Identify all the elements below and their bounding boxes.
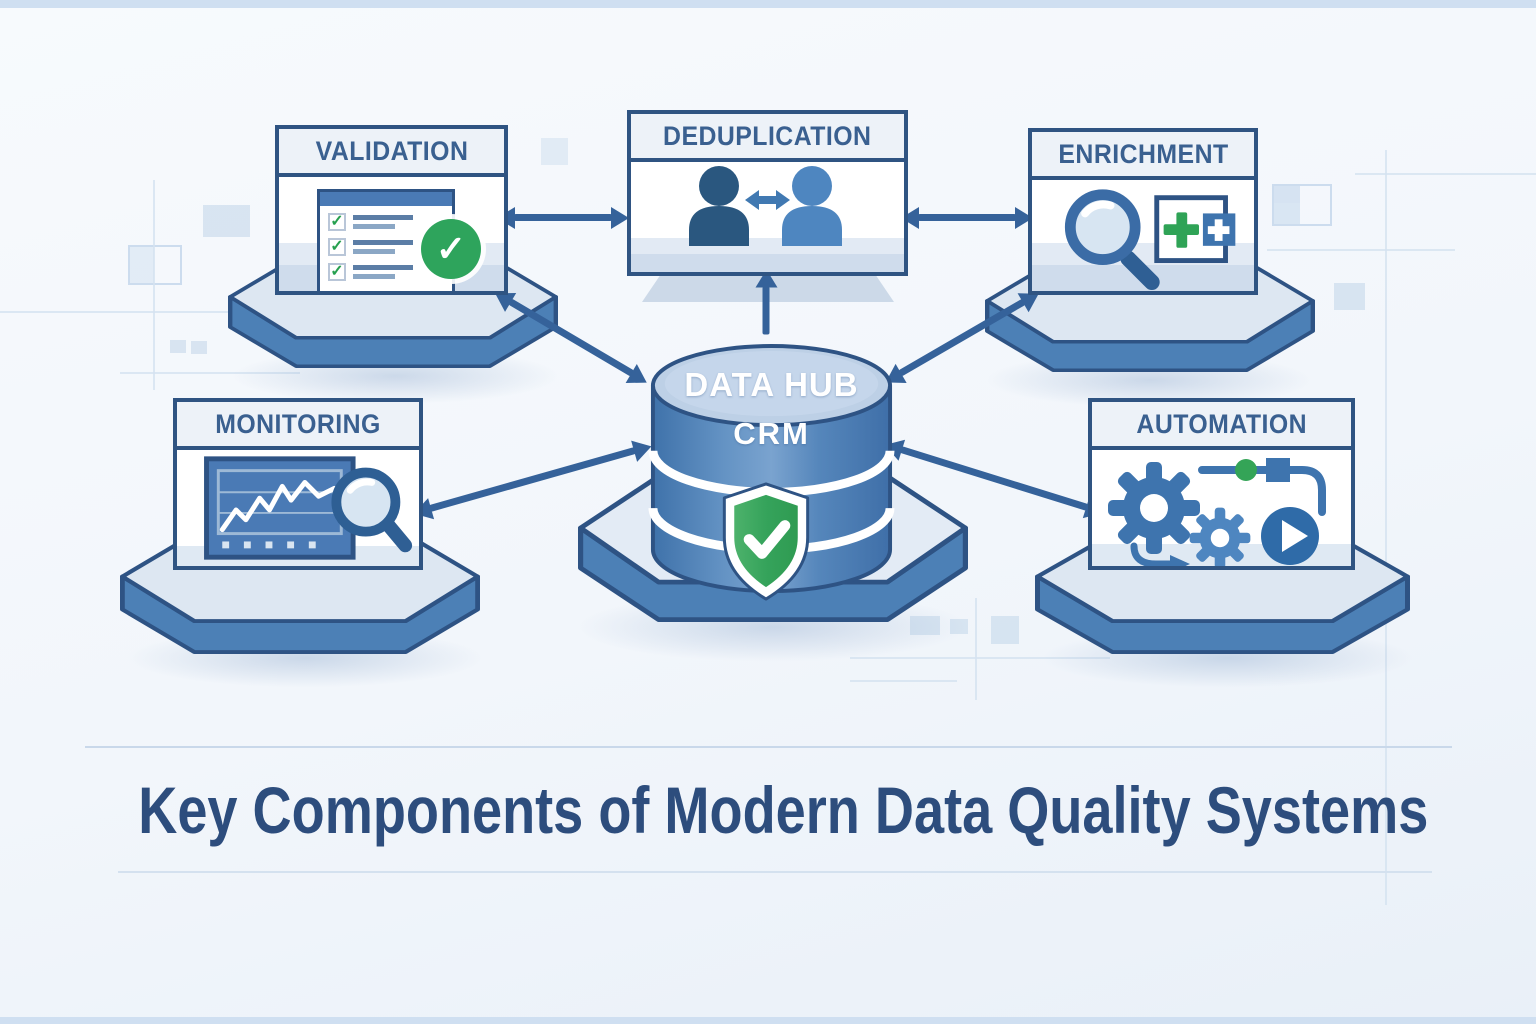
checkbox-check-icon: ✓ <box>328 238 346 256</box>
deco-square <box>203 205 250 237</box>
monitoring-card: MONITORING <box>173 398 423 570</box>
workflow-node-square <box>1266 458 1290 482</box>
top-border-strip <box>0 0 1536 8</box>
play-button-icon <box>1261 507 1319 565</box>
gears-workflow-play-icon <box>1108 458 1326 566</box>
deduplication-card-header: DEDUPLICATION <box>631 114 904 162</box>
automation-label: AUTOMATION <box>1136 408 1307 439</box>
workflow-node-green <box>1235 459 1257 481</box>
validation-card-body: ✓ ✓ ✓ ✓ <box>279 177 504 291</box>
validation-label: VALIDATION <box>315 135 468 166</box>
checklist-titlebar <box>320 192 452 206</box>
checklist-row: ✓ <box>328 263 452 281</box>
enrichment-card-header: ENRICHMENT <box>1032 132 1254 180</box>
arrow-hub-to-deduplication <box>762 286 770 335</box>
enrichment-label: ENRICHMENT <box>1057 138 1229 169</box>
deco-outline-window <box>1272 184 1332 226</box>
checkbox-check-icon: ✓ <box>328 263 346 281</box>
monitoring-label: MONITORING <box>215 408 381 439</box>
arrow-deduplication-enrichment <box>918 214 1016 221</box>
checklist-row: ✓ <box>328 238 452 256</box>
deco-outline-square <box>128 245 182 285</box>
caption-title: Key Components of Modern Data Quality Sy… <box>138 773 1429 847</box>
deduplication-card-body <box>631 162 904 272</box>
hub-top-label: DATA HUB <box>684 366 859 403</box>
merge-contacts-icon <box>689 166 842 246</box>
deco-line <box>153 180 155 390</box>
magnifier-add-icon <box>1064 189 1236 291</box>
chart-magnifier-icon <box>204 456 413 560</box>
hub-band-label: CRM <box>733 416 810 451</box>
deco-square <box>541 138 568 165</box>
automation-card-body <box>1092 450 1351 566</box>
bottom-border-strip <box>0 1017 1536 1024</box>
enrichment-card-body <box>1032 180 1254 291</box>
deco-line <box>850 680 957 682</box>
deco-square <box>1334 283 1365 310</box>
deco-square <box>991 616 1019 644</box>
deco-line <box>0 311 228 313</box>
deco-line <box>120 372 300 374</box>
deduplication-card: DEDUPLICATION <box>627 110 908 276</box>
divider-bottom <box>118 871 1432 873</box>
deco-line <box>1355 173 1536 175</box>
divider-top <box>85 746 1452 748</box>
checkbox-check-icon: ✓ <box>328 213 346 231</box>
enrichment-card: ENRICHMENT <box>1028 128 1258 295</box>
deco-line <box>1385 150 1387 905</box>
gear-small-icon <box>1189 507 1251 566</box>
deco-square <box>950 619 968 634</box>
validation-card-header: VALIDATION <box>279 129 504 177</box>
green-check-badge-icon: ✓ <box>421 219 481 279</box>
arrow-validation-deduplication <box>514 214 612 221</box>
automation-card: AUTOMATION <box>1088 398 1355 570</box>
deco-square <box>910 616 940 635</box>
deduplication-label: DEDUPLICATION <box>663 120 872 151</box>
automation-card-header: AUTOMATION <box>1092 402 1351 450</box>
monitoring-card-body <box>177 450 419 566</box>
shield-check-icon <box>722 482 810 601</box>
deco-line <box>850 657 1110 659</box>
gear-large-icon <box>1108 462 1200 554</box>
deco-line <box>975 598 977 700</box>
validation-card: VALIDATION ✓ ✓ ✓ ✓ <box>275 125 508 295</box>
deco-line <box>1267 249 1455 251</box>
deco-square <box>170 340 186 353</box>
monitoring-card-header: MONITORING <box>177 402 419 450</box>
deco-square <box>191 341 207 354</box>
checklist-row: ✓ <box>328 213 452 231</box>
